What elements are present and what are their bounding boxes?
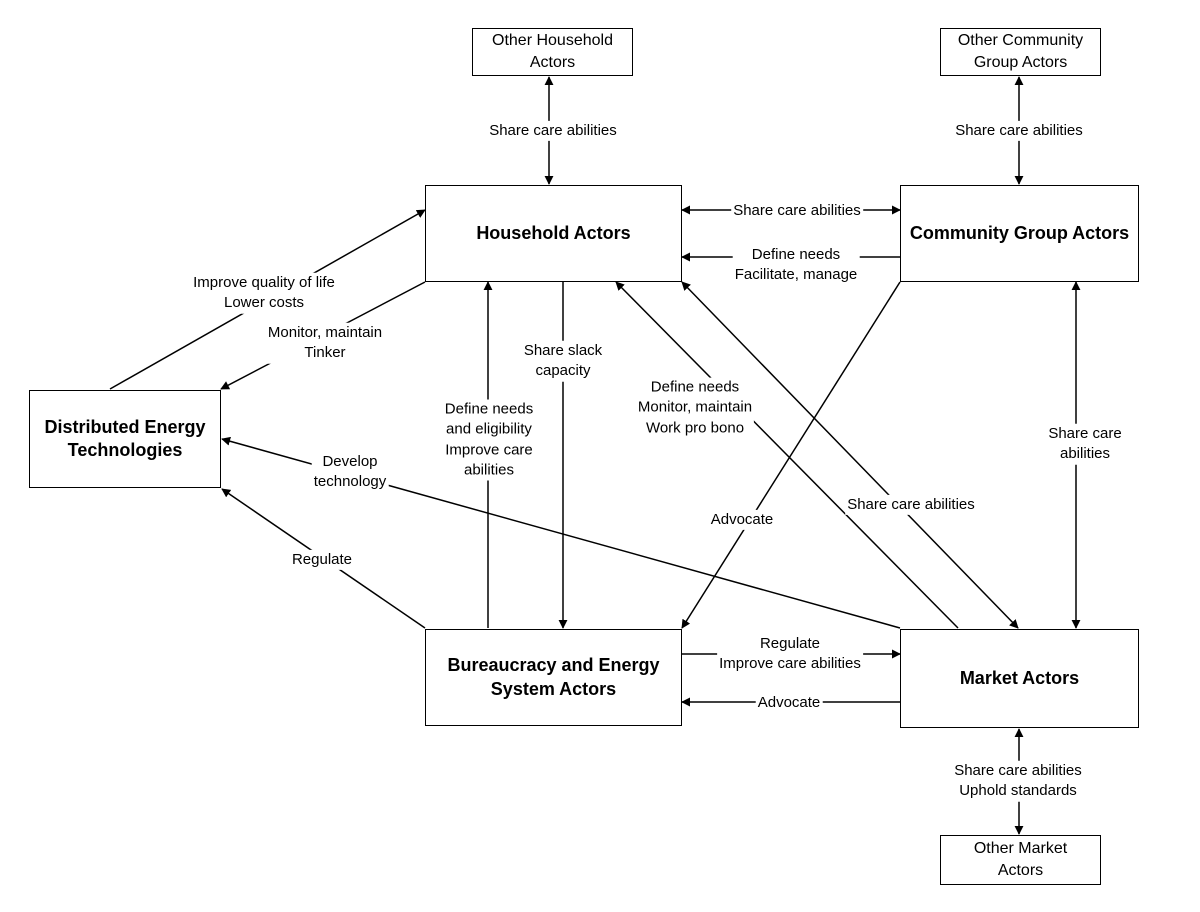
label-household-to-det: Monitor, maintain Tinker bbox=[265, 322, 385, 364]
label-market-to-household: Define needs Monitor, maintain Work pro … bbox=[635, 377, 755, 439]
edge-market-to-household bbox=[615, 281, 959, 629]
label-bureaucracy-to-det: Regulate bbox=[289, 549, 355, 571]
label-community-market-share: Share care abilities bbox=[1027, 423, 1143, 465]
node-community: Community Group Actors bbox=[900, 185, 1139, 282]
node-other-community: Other Community Group Actors bbox=[940, 28, 1101, 76]
label-household-to-bureaucracy: Share slack capacity bbox=[521, 340, 605, 382]
label-det-to-household: Improve quality of life Lower costs bbox=[191, 272, 337, 314]
label-household-market-share: Share care abilities bbox=[845, 494, 977, 516]
edge-community-to-bureaucracy bbox=[681, 281, 901, 629]
node-household: Household Actors bbox=[425, 185, 682, 282]
label-other-market-share: Share care abilities Uphold standards bbox=[952, 760, 1084, 802]
label-other-community-share: Share care abilities bbox=[953, 120, 1085, 142]
label-market-to-det: Develop technology bbox=[311, 451, 389, 493]
edge-household-market bbox=[681, 281, 1019, 629]
label-market-to-bureaucracy: Advocate bbox=[755, 692, 823, 714]
node-other-household: Other Household Actors bbox=[472, 28, 633, 76]
node-market: Market Actors bbox=[900, 629, 1139, 728]
label-bureaucracy-to-household: Define needs and eligibility Improve car… bbox=[442, 399, 536, 481]
label-bureaucracy-to-market: Regulate Improve care abilities bbox=[717, 633, 863, 675]
node-other-market: Other Market Actors bbox=[940, 835, 1101, 885]
label-community-to-bureaucracy: Advocate bbox=[708, 509, 776, 531]
node-bureaucracy: Bureaucracy and Energy System Actors bbox=[425, 629, 682, 726]
label-other-household-share: Share care abilities bbox=[487, 120, 619, 142]
label-community-to-household: Define needs Facilitate, manage bbox=[732, 244, 860, 286]
label-household-community-share: Share care abilities bbox=[731, 200, 863, 222]
node-det: Distributed Energy Technologies bbox=[29, 390, 221, 488]
